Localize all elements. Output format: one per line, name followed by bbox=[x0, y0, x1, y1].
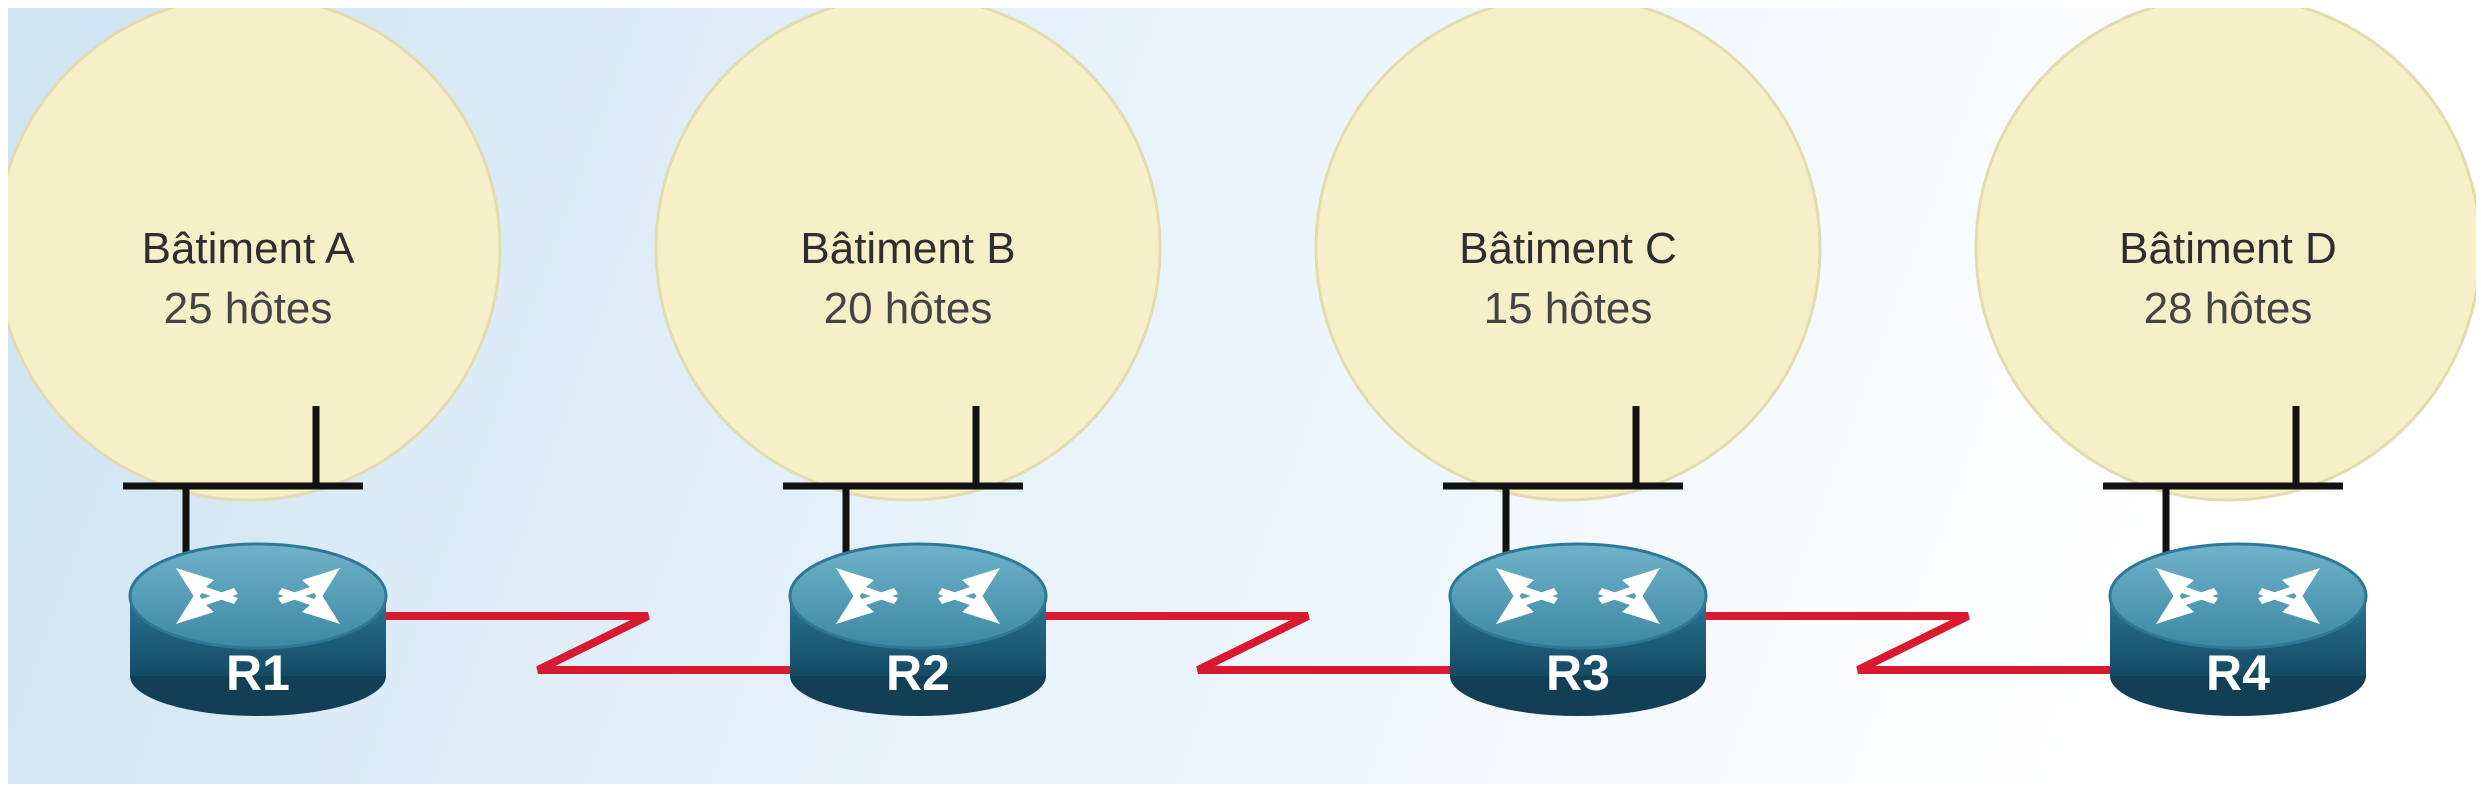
router-arrows-icon bbox=[176, 568, 340, 624]
router-r4-label: R4 bbox=[2206, 645, 2270, 701]
router-r4[interactable]: R4 bbox=[2108, 542, 2368, 716]
building-a: Bâtiment A 25 hôtes bbox=[8, 8, 502, 716]
building-c-name: Bâtiment C bbox=[1459, 224, 1677, 273]
building-c-hosts: 15 hôtes bbox=[1484, 284, 1653, 333]
router-r1-label: R1 bbox=[226, 645, 290, 701]
diagram-panel: Bâtiment A 25 hôtes bbox=[8, 8, 2476, 784]
serial-link-r3-r4 bbox=[1688, 612, 2128, 674]
building-c-circle bbox=[1314, 8, 1822, 502]
router-r3[interactable]: R3 bbox=[1448, 542, 1708, 716]
router-r3-top bbox=[1448, 542, 1708, 650]
serial-link-r2-r3 bbox=[1028, 612, 1468, 674]
router-r2[interactable]: R2 bbox=[788, 542, 1048, 716]
router-r2-label: R2 bbox=[886, 645, 950, 701]
building-b-name: Bâtiment B bbox=[800, 224, 1015, 273]
lan-segment-a bbox=[123, 406, 363, 558]
router-r4-top bbox=[2108, 542, 2368, 650]
building-d: Bâtiment D 28 hôtes bbox=[1974, 8, 2476, 716]
router-r2-top bbox=[788, 542, 1048, 650]
router-arrows-icon bbox=[836, 568, 1000, 624]
serial-link-r1-r2 bbox=[368, 612, 808, 674]
building-a-hosts: 25 hôtes bbox=[164, 284, 333, 333]
building-c: Bâtiment C 15 hôtes bbox=[1314, 8, 1822, 716]
network-diagram: Bâtiment A 25 hôtes bbox=[8, 8, 2476, 716]
lan-segment-b bbox=[783, 406, 1023, 558]
building-b-hosts: 20 hôtes bbox=[824, 284, 993, 333]
building-a-name: Bâtiment A bbox=[142, 224, 355, 273]
building-a-circle bbox=[8, 8, 502, 502]
router-r1-top bbox=[128, 542, 388, 650]
building-b-circle bbox=[654, 8, 1162, 502]
router-r3-label: R3 bbox=[1546, 645, 1610, 701]
router-arrows-icon bbox=[2156, 568, 2320, 624]
building-d-hosts: 28 hôtes bbox=[2144, 284, 2313, 333]
building-d-name: Bâtiment D bbox=[2119, 224, 2337, 273]
router-r1[interactable]: R1 bbox=[128, 542, 388, 716]
building-d-circle bbox=[1974, 8, 2476, 502]
lan-segment-c bbox=[1443, 406, 1683, 558]
lan-segment-d bbox=[2103, 406, 2343, 558]
router-arrows-icon bbox=[1496, 568, 1660, 624]
building-b: Bâtiment B 20 hôtes bbox=[654, 8, 1162, 716]
